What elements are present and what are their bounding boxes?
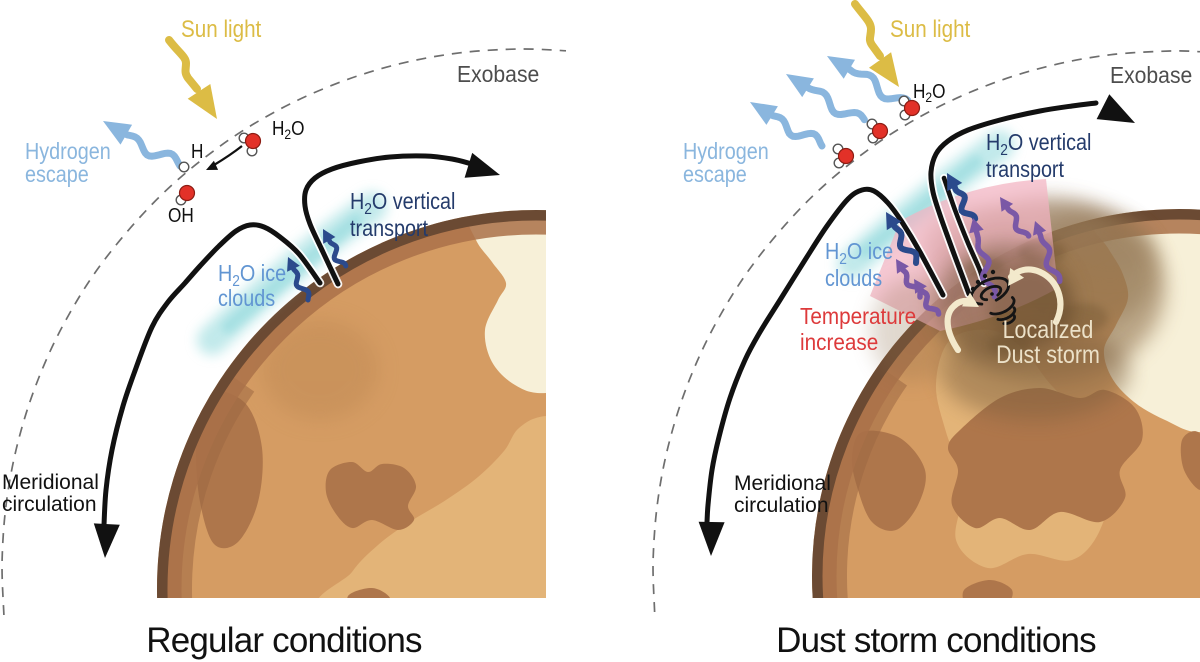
svg-text:increase: increase bbox=[800, 329, 878, 355]
svg-text:Sun light: Sun light bbox=[890, 16, 971, 43]
svg-text:transport: transport bbox=[350, 216, 428, 242]
svg-text:circulation: circulation bbox=[734, 494, 829, 517]
svg-text:escape: escape bbox=[683, 162, 747, 188]
svg-text:transport: transport bbox=[986, 157, 1064, 183]
svg-text:OH: OH bbox=[168, 204, 194, 227]
svg-text:Meridional: Meridional bbox=[734, 472, 831, 495]
svg-text:Regular conditions: Regular conditions bbox=[146, 621, 422, 660]
svg-text:Localized: Localized bbox=[1003, 315, 1094, 343]
svg-text:H2O vertical: H2O vertical bbox=[350, 189, 455, 219]
svg-text:escape: escape bbox=[25, 162, 89, 188]
svg-text:Exobase: Exobase bbox=[457, 61, 539, 87]
svg-text:Exobase: Exobase bbox=[1110, 62, 1192, 88]
svg-text:circulation: circulation bbox=[2, 493, 97, 516]
svg-text:clouds: clouds bbox=[218, 286, 275, 312]
svg-text:H: H bbox=[191, 140, 203, 163]
svg-text:Dust storm: Dust storm bbox=[996, 340, 1100, 368]
svg-text:Sun light: Sun light bbox=[181, 16, 262, 43]
svg-text:H2O ice: H2O ice bbox=[825, 239, 893, 269]
svg-text:Dust storm conditions: Dust storm conditions bbox=[776, 621, 1096, 660]
svg-text:Hydrogen: Hydrogen bbox=[683, 139, 769, 165]
svg-text:clouds: clouds bbox=[825, 266, 882, 292]
svg-text:H2O: H2O bbox=[272, 117, 304, 142]
svg-text:H2O ice: H2O ice bbox=[218, 261, 286, 291]
svg-text:Temperature: Temperature bbox=[800, 303, 916, 329]
svg-text:Hydrogen: Hydrogen bbox=[25, 139, 111, 165]
svg-text:Meridional: Meridional bbox=[2, 471, 99, 494]
